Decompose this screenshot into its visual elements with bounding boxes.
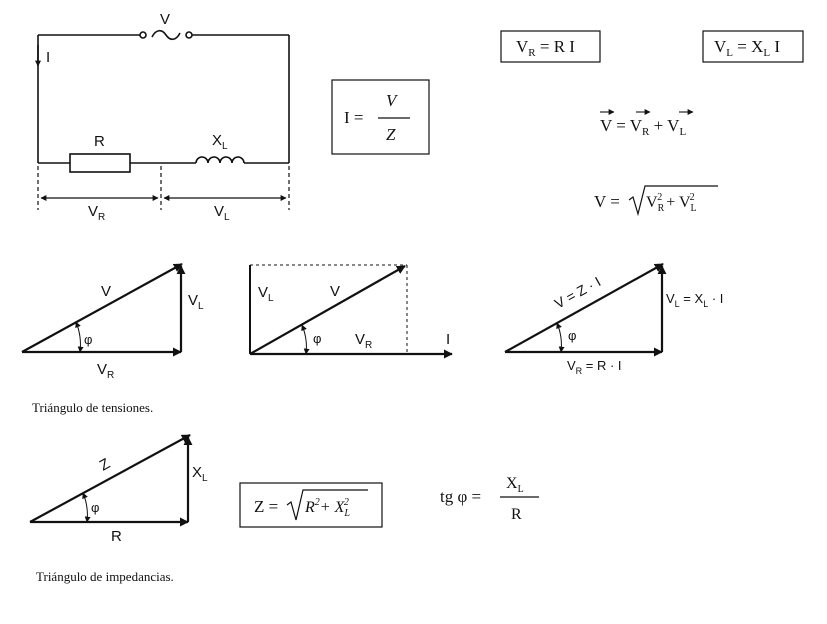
inductor-label: XL bbox=[212, 132, 228, 152]
source-label: V bbox=[160, 11, 170, 28]
t1-opp-label: VL bbox=[188, 292, 204, 312]
t2-current-label: I bbox=[446, 331, 450, 348]
ohm-denominator: Z bbox=[386, 125, 396, 144]
resistor-label: R bbox=[94, 133, 105, 150]
phi-angle-arc bbox=[301, 324, 310, 355]
vr-formula-box: VR = R I bbox=[500, 30, 601, 63]
vl-formula-text: VL = XL I bbox=[714, 37, 780, 59]
t3-hyp-arrow bbox=[504, 263, 664, 353]
sqrt-sign-icon bbox=[286, 489, 368, 521]
t4-angle-label: φ bbox=[91, 500, 99, 515]
tangent-lhs: tg φ = bbox=[440, 487, 481, 506]
tangent-numerator: XL bbox=[506, 475, 524, 495]
ohm-numerator: V bbox=[386, 91, 399, 110]
voltage-triangle-ohm bbox=[504, 263, 667, 357]
phi-angle-arc bbox=[82, 492, 91, 523]
t2-vl-label: VL bbox=[258, 284, 274, 304]
vector-sum-formula: V = VR + VL bbox=[600, 109, 694, 138]
tangent-denominator: R bbox=[511, 506, 522, 523]
caption-impedance-triangle: Triángulo de impedancias. bbox=[36, 569, 174, 584]
phi-angle-arc bbox=[556, 322, 565, 353]
series-rl-circuit bbox=[35, 29, 290, 210]
t3-hyp-label: V = Z · I bbox=[552, 273, 604, 311]
magnitude-radicand: VR2 + VL2 bbox=[646, 192, 697, 214]
impedance-radicand: R2+ XL2 bbox=[304, 497, 350, 519]
t2-hyp-label: V bbox=[330, 283, 340, 300]
vr-formula-text: VR = R I bbox=[516, 37, 575, 59]
t3-adj-label: VR = R · I bbox=[567, 358, 622, 376]
phi-angle-arc bbox=[75, 321, 84, 353]
ohm-lhs: I = bbox=[344, 108, 364, 127]
impedance-lhs: Z = bbox=[254, 497, 278, 516]
vl-formula-frame bbox=[702, 30, 804, 63]
resistor-symbol bbox=[69, 153, 131, 173]
magnitude-lhs: V = bbox=[594, 192, 620, 211]
t2-angle-label: φ bbox=[313, 331, 321, 346]
impedance-triangle bbox=[29, 434, 193, 527]
z-hypotenuse-arrow bbox=[29, 434, 191, 523]
t1-angle-label: φ bbox=[84, 332, 92, 347]
tangent-formula: tg φ = XL R bbox=[440, 475, 539, 523]
current-label: I bbox=[46, 49, 50, 66]
vector-sum-text: V = VR + VL bbox=[600, 116, 686, 138]
t2-vr-label: VR bbox=[355, 331, 372, 351]
sqrt-sign-icon bbox=[628, 185, 718, 217]
voltage-phasor-diagram bbox=[249, 264, 453, 359]
vl-label: VL bbox=[214, 203, 230, 223]
v-hypotenuse-arrow bbox=[21, 263, 183, 353]
ohm-law-box: I = V Z bbox=[331, 79, 430, 155]
vr-formula-frame bbox=[500, 30, 601, 63]
t3-opp-label: VL = XL · I bbox=[666, 291, 723, 309]
impedance-formula-frame bbox=[239, 482, 383, 528]
vl-formula-box: VL = XL I bbox=[702, 30, 804, 63]
impedance-formula-box: Z = R2+ XL2 bbox=[239, 482, 383, 528]
magnitude-formula: V = VR2 + VL2 bbox=[594, 185, 718, 217]
t4-adj-label: R bbox=[111, 528, 122, 545]
t3-angle-label: φ bbox=[568, 328, 576, 343]
t2-v-arrow bbox=[249, 265, 406, 355]
caption-tension-triangle: Triángulo de tensiones. bbox=[32, 400, 153, 415]
voltage-triangle bbox=[21, 263, 186, 357]
vr-label: VR bbox=[88, 203, 105, 223]
source-terminal-right bbox=[185, 31, 193, 39]
ac-source-icon bbox=[151, 29, 181, 41]
t1-adj-label: VR bbox=[97, 361, 114, 381]
source-terminal-left bbox=[139, 31, 147, 39]
t4-hyp-label: Z bbox=[97, 455, 113, 474]
inductor-symbol bbox=[195, 156, 245, 164]
t1-hyp-label: V bbox=[101, 283, 111, 300]
t4-opp-label: XL bbox=[192, 464, 208, 484]
ohm-law-frame bbox=[331, 79, 430, 155]
